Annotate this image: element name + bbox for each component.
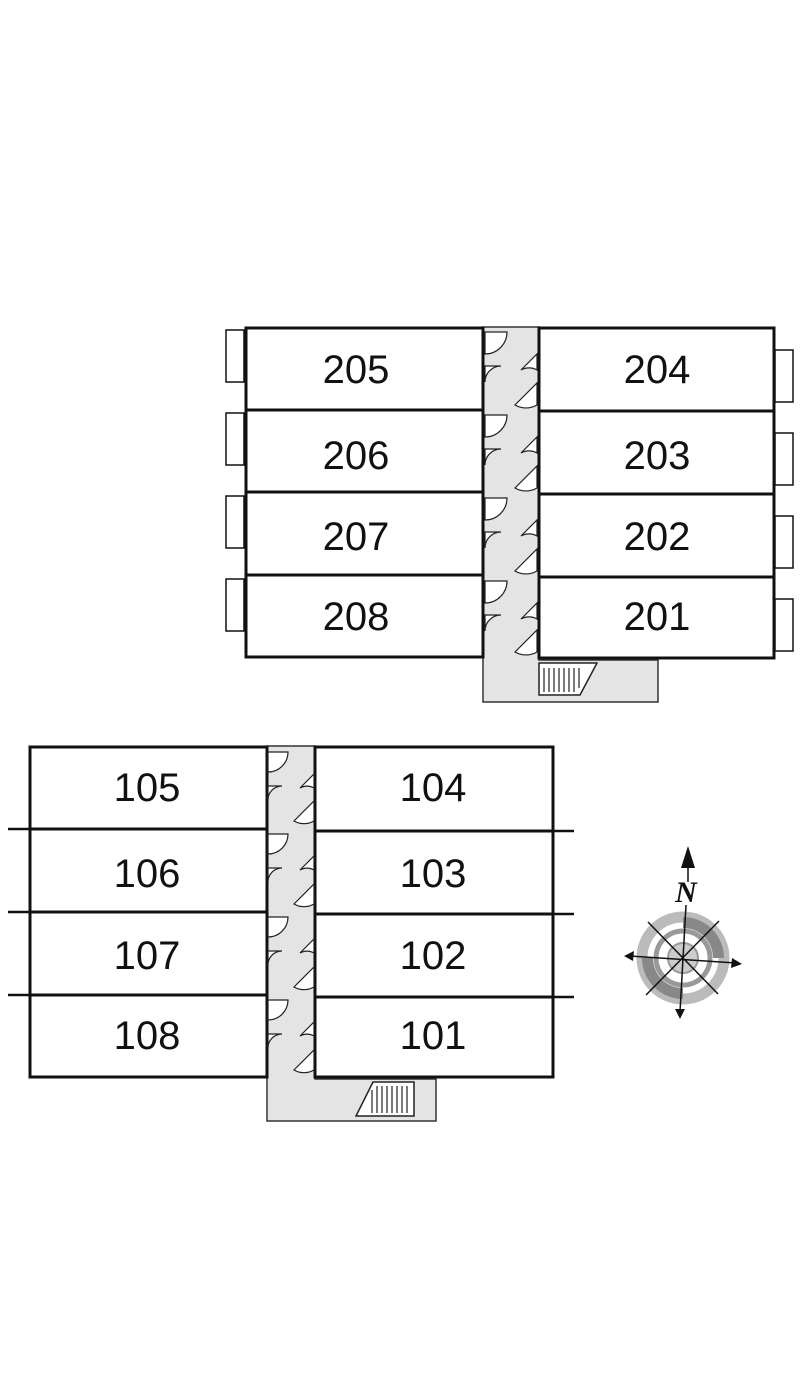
unit-label: 205 (323, 348, 390, 392)
door-icon (293, 1048, 315, 1074)
unit-202[interactable]: 202 (537, 492, 776, 579)
balcony (225, 412, 245, 466)
unit-label: 208 (323, 595, 390, 639)
unit-label: 202 (624, 515, 691, 559)
door-icon (267, 833, 289, 855)
staircase-floor2 (538, 662, 599, 696)
second-floor: 205 206 207 208 204 203 202 201 (225, 326, 794, 703)
door-icon (514, 547, 538, 575)
unit-107[interactable]: 107 (28, 910, 269, 997)
doors-floor1-east (293, 772, 315, 1074)
door-icon (520, 352, 538, 372)
door-icon (520, 518, 538, 538)
balcony (774, 432, 794, 486)
door-icon (293, 965, 315, 991)
door-icon (520, 435, 538, 455)
door-icon (484, 365, 502, 383)
door-icon (484, 497, 508, 521)
balcony (774, 349, 794, 403)
unit-208[interactable]: 208 (244, 573, 485, 659)
unit-203[interactable]: 203 (537, 409, 776, 496)
door-icon (484, 580, 508, 604)
unit-label: 102 (400, 934, 467, 978)
door-icon (514, 381, 538, 409)
unit-label: 204 (624, 348, 691, 392)
unit-105[interactable]: 105 (28, 745, 269, 831)
doors-floor2-west (484, 331, 508, 632)
unit-label: 207 (323, 515, 390, 559)
door-icon (484, 414, 508, 438)
unit-108[interactable]: 108 (28, 993, 269, 1079)
balcony (225, 578, 245, 632)
door-icon (267, 950, 283, 966)
door-icon (267, 867, 283, 883)
unit-102[interactable]: 102 (313, 912, 555, 999)
door-icon (293, 799, 315, 825)
balcony (774, 515, 794, 569)
unit-label: 107 (114, 934, 181, 978)
balcony (774, 598, 794, 652)
unit-label: 203 (624, 434, 691, 478)
door-icon (484, 614, 502, 632)
unit-label: 105 (114, 766, 181, 810)
unit-103[interactable]: 103 (313, 829, 555, 916)
door-icon (299, 854, 315, 872)
door-icon (267, 916, 289, 938)
unit-label: 106 (114, 852, 181, 896)
door-icon (299, 937, 315, 955)
door-icon (267, 785, 283, 801)
unit-201[interactable]: 201 (537, 575, 776, 660)
unit-label: 101 (400, 1014, 467, 1058)
doors-floor1-west (267, 751, 289, 1049)
door-icon (267, 999, 289, 1021)
unit-label: 108 (114, 1014, 181, 1058)
unit-label: 206 (323, 434, 390, 478)
unit-101[interactable]: 101 (313, 995, 555, 1079)
door-icon (514, 464, 538, 492)
unit-label: 104 (400, 766, 467, 810)
compass-north-label: N (674, 876, 698, 909)
door-icon (484, 331, 508, 355)
door-icon (514, 628, 538, 656)
unit-204[interactable]: 204 (537, 326, 776, 413)
unit-label: 201 (624, 595, 691, 639)
door-icon (293, 882, 315, 908)
door-icon (267, 1033, 283, 1049)
door-icon (267, 751, 289, 773)
unit-label: 103 (400, 852, 467, 896)
compass-rose-icon: N (624, 846, 742, 1019)
door-icon (299, 772, 315, 790)
doors-floor2-east (514, 352, 538, 656)
unit-104[interactable]: 104 (313, 745, 555, 833)
unit-106[interactable]: 106 (28, 827, 269, 914)
door-icon (520, 601, 538, 621)
door-icon (484, 448, 502, 466)
door-icon (484, 531, 502, 549)
balcony (225, 495, 245, 549)
first-floor: 105 106 107 108 104 103 102 101 (8, 745, 574, 1122)
balcony (225, 329, 245, 383)
door-icon (299, 1020, 315, 1038)
unit-205[interactable]: 205 (244, 326, 485, 412)
staircase-floor1 (354, 1081, 415, 1117)
unit-206[interactable]: 206 (244, 408, 485, 494)
unit-207[interactable]: 207 (244, 490, 485, 577)
